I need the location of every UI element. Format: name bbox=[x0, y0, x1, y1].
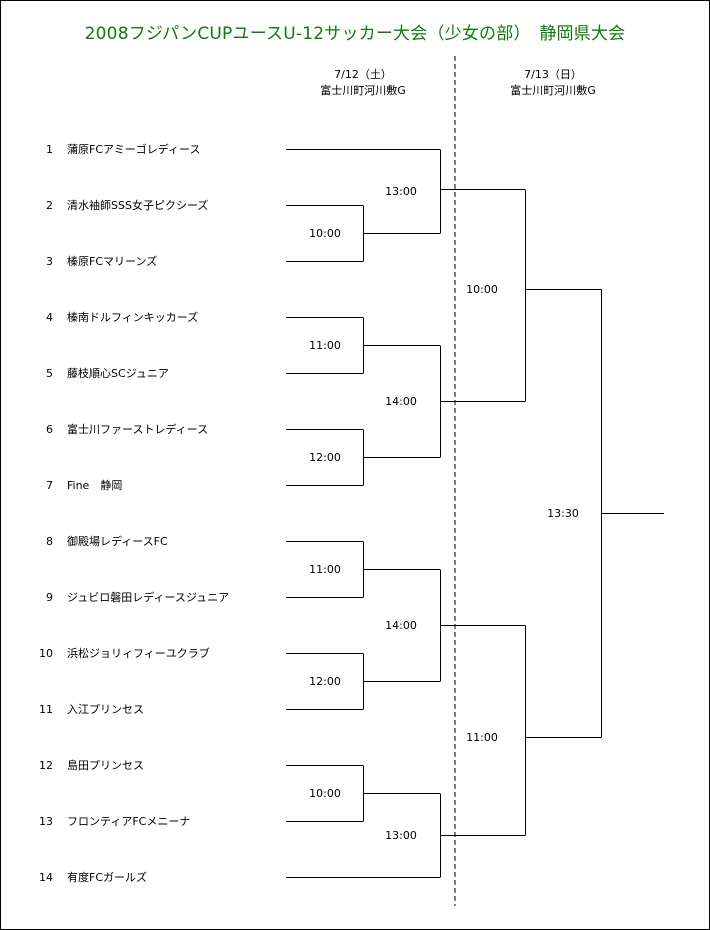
team-row: 13 フロンティアFCメニーナ bbox=[1, 814, 190, 830]
match-time-r2-bot2: 13:00 bbox=[385, 829, 417, 842]
connector-r2-bot2 bbox=[440, 793, 525, 878]
match-time-final: 13:30 bbox=[547, 507, 579, 520]
connector-r2-top2 bbox=[440, 345, 525, 458]
connector-r1-4v5 bbox=[363, 317, 440, 374]
match-time-r1-6v7: 12:00 bbox=[309, 451, 341, 464]
team-name: 榛南ドルフィンキッカーズ bbox=[67, 311, 199, 324]
team-name: 清水袖師SSS女子ピクシーズ bbox=[67, 199, 209, 212]
team-seed: 11 bbox=[39, 703, 53, 716]
team-seed: 3 bbox=[46, 255, 53, 268]
team-name: 有度FCガールズ bbox=[67, 871, 148, 884]
page-title: 2008フジパンCUPユースU-12サッカー大会（少女の部） 静岡県大会 bbox=[84, 24, 626, 44]
team-row: 3 榛原FCマリーンズ bbox=[1, 254, 157, 270]
team-name: フロンティアFCメニーナ bbox=[67, 815, 191, 828]
connector-final bbox=[601, 289, 664, 738]
team-seed: 2 bbox=[46, 199, 53, 212]
team-seed: 12 bbox=[39, 759, 53, 772]
connector-sf-bot bbox=[525, 625, 601, 836]
team-name: 富士川ファーストレディース bbox=[67, 423, 209, 436]
team-name: ジュビロ磐田レディースジュニア bbox=[67, 591, 230, 604]
match-time-r1-4v5: 11:00 bbox=[309, 339, 341, 352]
team-row: 6 富士川ファーストレディース bbox=[1, 422, 208, 438]
team-seed: 6 bbox=[46, 423, 53, 436]
team-seed: 1 bbox=[46, 143, 53, 156]
connector-r1-6v7 bbox=[363, 429, 440, 486]
team-row: 4 榛南ドルフィンキッカーズ bbox=[1, 310, 198, 326]
team-row: 10 浜松ジョリィフィーユクラブ bbox=[1, 646, 210, 662]
connector-r2-top1 bbox=[440, 149, 525, 234]
team-seed: 13 bbox=[39, 815, 53, 828]
team-name: 入江プリンセス bbox=[67, 703, 144, 716]
connector-r1-10v11 bbox=[363, 653, 440, 710]
team-row: 5 藤枝順心SCジュニア bbox=[1, 366, 169, 382]
match-time-r2-top2: 14:00 bbox=[385, 395, 417, 408]
connector-r1-2v3 bbox=[363, 205, 440, 262]
team-row: 7 Fine 静岡 bbox=[1, 478, 122, 494]
team-row: 11 入江プリンセス bbox=[1, 702, 144, 718]
team-row: 8 御殿場レディースFC bbox=[1, 534, 168, 550]
match-time-r2-bot1: 14:00 bbox=[385, 619, 417, 632]
connector-r2-bot1 bbox=[440, 569, 525, 682]
day-2-date: 7/13（日） bbox=[524, 68, 582, 81]
team-row: 2 清水袖師SSS女子ピクシーズ bbox=[1, 198, 208, 214]
team-row: 12 島田プリンセス bbox=[1, 758, 144, 774]
match-time-r1-2v3: 10:00 bbox=[309, 227, 341, 240]
match-time-r1-12v13: 10:00 bbox=[309, 787, 341, 800]
team-row: 14 有度FCガールズ bbox=[1, 870, 147, 886]
team-name: 御殿場レディースFC bbox=[67, 535, 168, 548]
match-time-r1-10v11: 12:00 bbox=[309, 675, 341, 688]
match-time-r2-top1: 13:00 bbox=[385, 185, 417, 198]
team-name: Fine 静岡 bbox=[67, 479, 123, 492]
match-time-r1-8v9: 11:00 bbox=[309, 563, 341, 576]
team-seed: 8 bbox=[46, 535, 53, 548]
team-name: 島田プリンセス bbox=[67, 759, 144, 772]
team-row: 9 ジュビロ磐田レディースジュニア bbox=[1, 590, 229, 606]
connector-r1-8v9 bbox=[363, 541, 440, 598]
connector-sf-top bbox=[525, 189, 601, 402]
team-name: 浜松ジョリィフィーユクラブ bbox=[67, 647, 210, 660]
team-seed: 9 bbox=[46, 591, 53, 604]
team-seed: 10 bbox=[39, 647, 53, 660]
team-name: 榛原FCマリーンズ bbox=[67, 255, 158, 268]
team-name: 蒲原FCアミーゴレディース bbox=[67, 143, 201, 156]
match-time-sf-top: 10:00 bbox=[466, 283, 498, 296]
day-2-venue: 富士川町河川敷G bbox=[510, 84, 596, 97]
day-1-date: 7/12（土） bbox=[334, 68, 392, 81]
day-header-2: 7/13（日） 富士川町河川敷G bbox=[453, 67, 653, 99]
team-seed: 7 bbox=[46, 479, 53, 492]
team-seed: 4 bbox=[46, 311, 53, 324]
match-time-sf-bot: 11:00 bbox=[466, 731, 498, 744]
team-seed: 5 bbox=[46, 367, 53, 380]
team-name: 藤枝順心SCジュニア bbox=[67, 367, 169, 380]
day-header-1: 7/12（土） 富士川町河川敷G bbox=[263, 67, 463, 99]
connector-r1-12v13 bbox=[363, 765, 440, 822]
day-1-venue: 富士川町河川敷G bbox=[320, 84, 406, 97]
team-row: 1 蒲原FCアミーゴレディース bbox=[1, 142, 200, 158]
team-seed: 14 bbox=[39, 871, 53, 884]
